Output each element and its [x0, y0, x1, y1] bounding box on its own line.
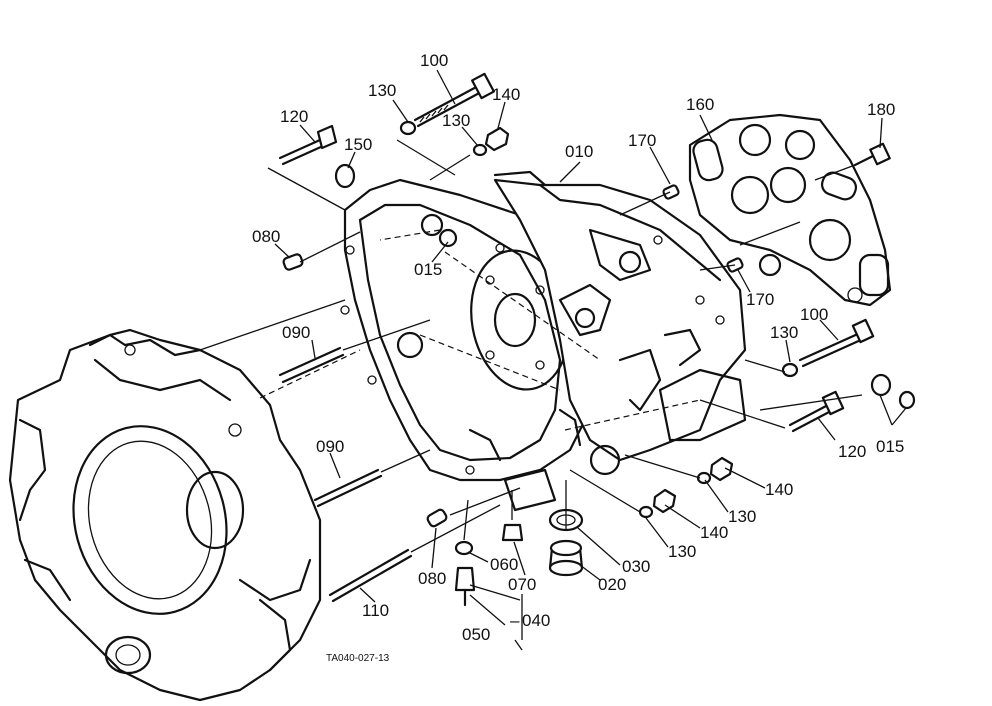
label-080-top: 080 — [252, 227, 280, 246]
label-120-right: 120 — [838, 442, 866, 461]
label-100-right: 100 — [800, 305, 828, 324]
part-labels: 100 130 140 130 120 150 010 170 160 180 … — [252, 51, 904, 664]
label-090-top: 090 — [282, 323, 310, 342]
label-080-bot: 080 — [418, 569, 446, 588]
label-040: 040 — [522, 611, 550, 630]
label-170-top: 170 — [628, 131, 656, 150]
label-040-dash: – — [510, 611, 520, 630]
label-150: 150 — [344, 135, 372, 154]
label-130-r3: 130 — [668, 542, 696, 561]
label-015-right: 015 — [876, 437, 904, 456]
leader-lines — [199, 139, 863, 651]
label-060: 060 — [490, 555, 518, 574]
rear-cover-plate — [688, 113, 892, 307]
label-030: 030 — [622, 557, 650, 576]
label-070: 070 — [508, 575, 536, 594]
label-130-top: 130 — [368, 81, 396, 100]
label-120-top: 120 — [280, 107, 308, 126]
small-parts — [278, 72, 916, 607]
label-180: 180 — [867, 100, 895, 119]
label-130-right: 130 — [770, 323, 798, 342]
diagram-code: TA040-027-13 — [326, 653, 390, 664]
rear-housing — [493, 170, 747, 512]
label-160: 160 — [686, 95, 714, 114]
label-110: 110 — [362, 601, 389, 620]
label-130-top2: 130 — [442, 111, 470, 130]
label-140-right: 140 — [765, 480, 793, 499]
label-130-r2: 130 — [728, 507, 756, 526]
label-015-mid: 015 — [414, 260, 442, 279]
label-100-top: 100 — [420, 51, 448, 70]
label-170-mid: 170 — [746, 290, 774, 309]
label-020: 020 — [598, 575, 626, 594]
label-140-r2: 140 — [700, 523, 728, 542]
callout-leaders — [274, 69, 907, 603]
label-090-bot: 090 — [316, 437, 344, 456]
center-housing — [340, 178, 592, 482]
front-housing — [8, 328, 322, 702]
label-050: 050 — [462, 625, 490, 644]
label-010: 010 — [565, 142, 593, 161]
label-140-top: 140 — [492, 85, 520, 104]
